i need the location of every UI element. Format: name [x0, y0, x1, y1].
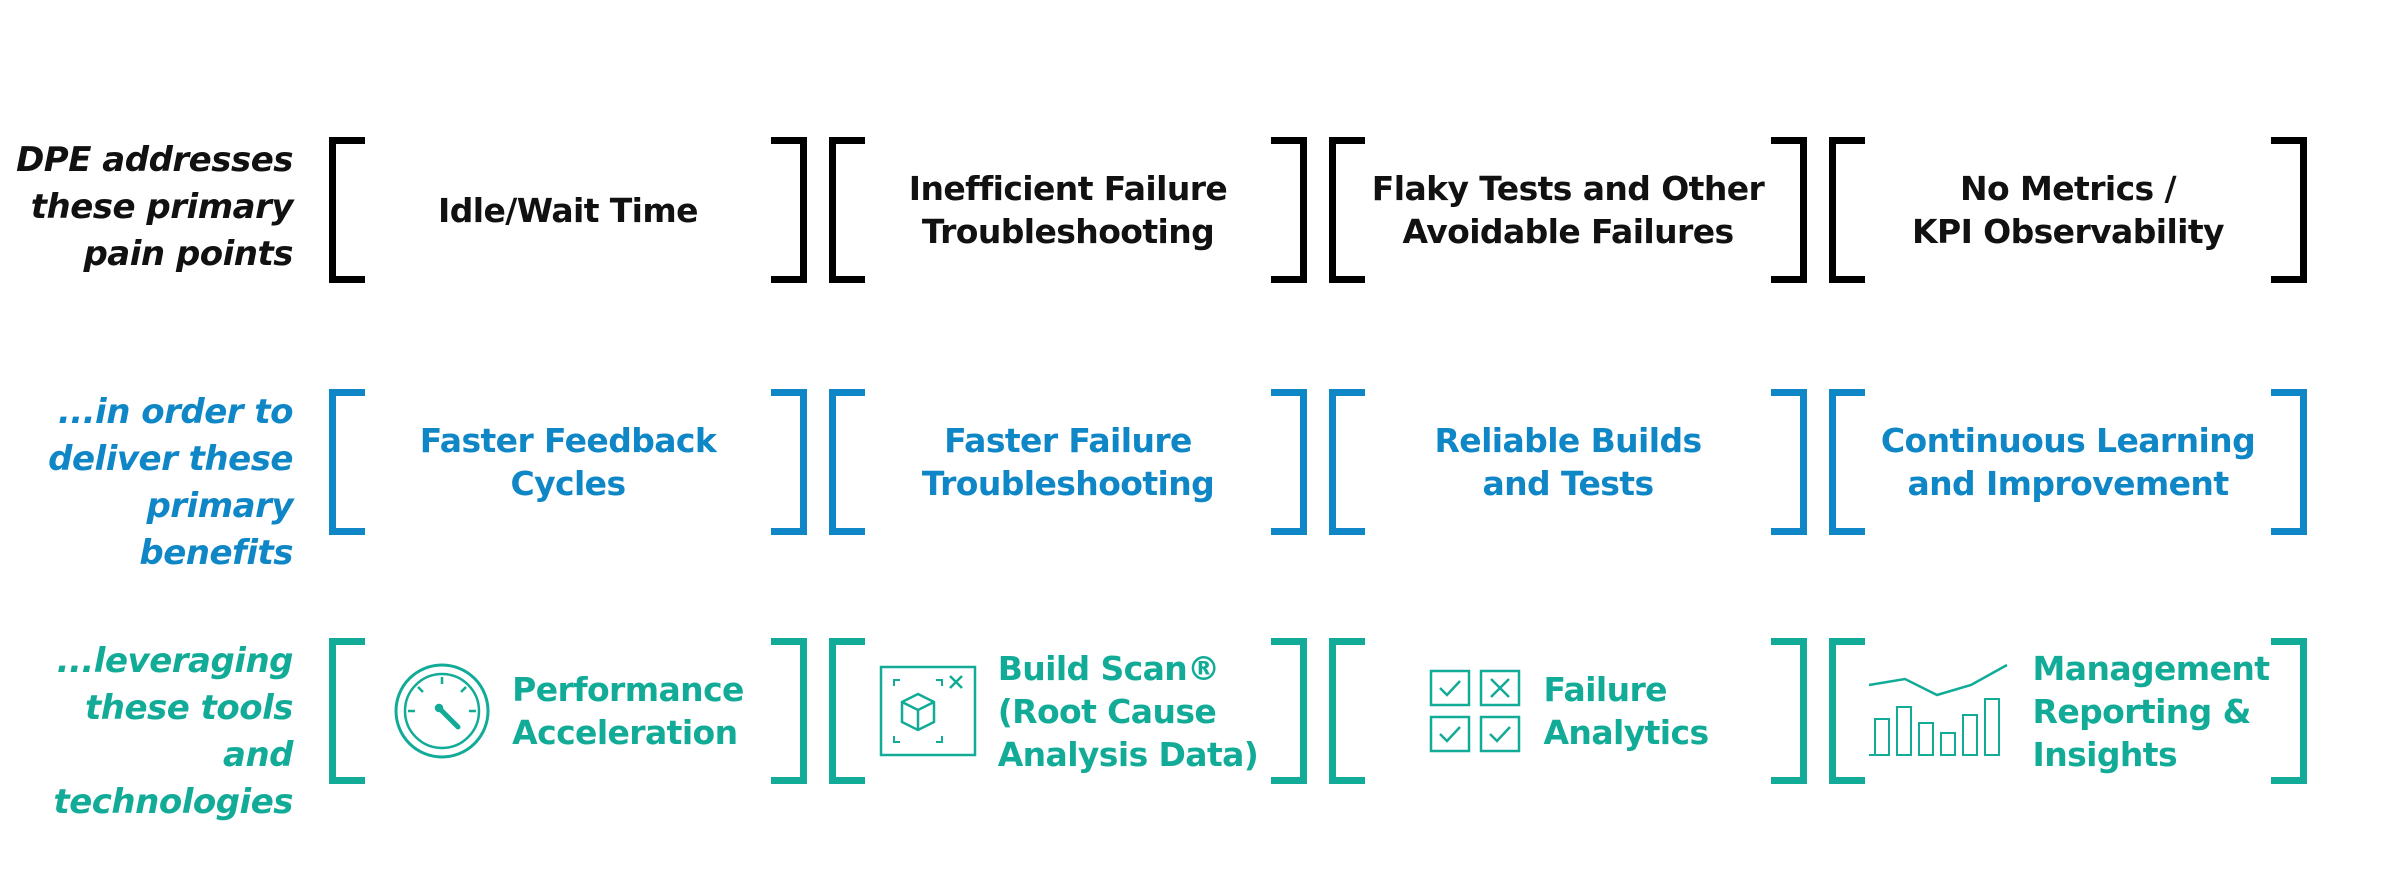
benefit-label: Continuous Learning and Improvement — [1880, 421, 2256, 503]
tool-label: Build Scan® (Root Cause Analysis Data) — [997, 648, 1259, 774]
bracket-left — [829, 638, 865, 784]
benefits-row: ...in order to deliver these primary ben… — [0, 389, 2400, 573]
bracket-right — [2271, 389, 2307, 535]
bracket-right — [771, 638, 807, 784]
tools-row: ...leveraging these tools and technologi… — [0, 638, 2400, 822]
tool-management-reporting: Management Reporting & Insights — [1829, 638, 2307, 784]
bracket-left — [1329, 137, 1365, 283]
speedometer-icon — [392, 661, 492, 761]
tool-failure-analytics: Failure Analytics — [1329, 638, 1807, 784]
benefit-faster-feedback: Faster Feedback Cycles — [329, 389, 807, 535]
bracket-right — [1771, 137, 1807, 283]
bracket-right — [1271, 638, 1307, 784]
pain-point-label: Idle/Wait Time — [438, 190, 699, 230]
tool-label: Management Reporting & Insights — [2032, 648, 2271, 774]
row-label-benefits: ...in order to deliver these primary ben… — [48, 392, 293, 573]
bracket-right — [1271, 389, 1307, 535]
bracket-left — [1829, 389, 1865, 535]
pain-point-flaky-tests: Flaky Tests and Other Avoidable Failures — [1329, 137, 1807, 283]
tool-label: Performance Acceleration — [512, 670, 744, 752]
tool-performance-acceleration: Performance Acceleration — [329, 638, 807, 784]
benefit-faster-troubleshooting: Faster Failure Troubleshooting — [829, 389, 1307, 535]
row-label-pain-points: DPE addresses these primary pain points — [16, 140, 293, 274]
pain-point-inefficient-troubleshooting: Inefficient Failure Troubleshooting — [829, 137, 1307, 283]
bracket-right — [771, 137, 807, 283]
bracket-right — [771, 389, 807, 535]
bracket-left — [829, 389, 865, 535]
checklist-icon — [1427, 663, 1523, 759]
row-label-tools: ...leveraging these tools and technologi… — [53, 641, 293, 822]
bracket-left — [1829, 638, 1865, 784]
pain-point-idle-wait: Idle/Wait Time — [329, 137, 807, 283]
benefit-label: Reliable Builds and Tests — [1434, 421, 1702, 503]
benefit-label: Faster Feedback Cycles — [419, 421, 717, 503]
pain-point-label: Inefficient Failure Troubleshooting — [908, 169, 1228, 251]
bracket-left — [829, 137, 865, 283]
benefit-reliable-builds: Reliable Builds and Tests — [1329, 389, 1807, 535]
bracket-left — [1329, 638, 1365, 784]
bracket-left — [1829, 137, 1865, 283]
pain-point-label: Flaky Tests and Other Avoidable Failures — [1371, 169, 1765, 251]
bracket-left — [329, 137, 365, 283]
bracket-right — [2271, 638, 2307, 784]
tool-label: Failure Analytics — [1543, 670, 1709, 752]
tool-build-scan: Build Scan® (Root Cause Analysis Data) — [829, 638, 1307, 784]
bracket-left — [329, 638, 365, 784]
pain-points-row: DPE addresses these primary pain points … — [0, 137, 2400, 283]
pain-point-label: No Metrics / KPI Observability — [1912, 169, 2225, 251]
bracket-right — [1771, 638, 1807, 784]
benefit-label: Faster Failure Troubleshooting — [921, 421, 1215, 503]
bar-line-chart-icon — [1867, 663, 2013, 759]
bracket-left — [329, 389, 365, 535]
pain-point-no-metrics: No Metrics / KPI Observability — [1829, 137, 2307, 283]
bracket-right — [1271, 137, 1307, 283]
bracket-right — [1771, 389, 1807, 535]
build-scan-cube-icon — [878, 664, 978, 758]
benefit-continuous-learning: Continuous Learning and Improvement — [1829, 389, 2307, 535]
bracket-left — [1329, 389, 1365, 535]
bracket-right — [2271, 137, 2307, 283]
